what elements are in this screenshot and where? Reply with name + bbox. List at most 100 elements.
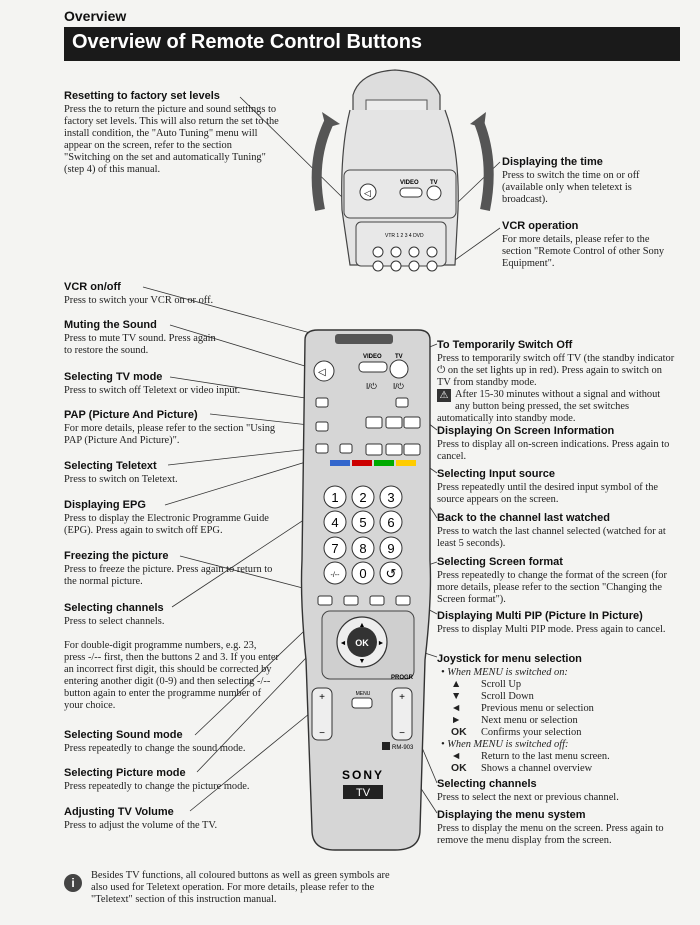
svg-text:-/--: -/--	[331, 572, 341, 579]
annotation-pap: PAP (Picture And Picture) For more detai…	[64, 409, 279, 447]
svg-text:OK: OK	[355, 638, 369, 648]
svg-text:▲: ▲	[359, 622, 366, 629]
joystick-item: ◄Return to the last menu screen.	[451, 751, 610, 762]
svg-text:3: 3	[387, 490, 394, 505]
svg-text:9: 9	[387, 541, 394, 556]
svg-text:2: 2	[359, 490, 366, 505]
annotation-title: Selecting TV mode	[64, 371, 163, 383]
annotation-muting-sound: Muting the Sound Press to mute TV sound.…	[64, 319, 224, 357]
annotation-teletext: Selecting Teletext Press to switch on Te…	[64, 460, 279, 486]
annotation-body: Press to display Multi PIP mode. Press a…	[437, 624, 666, 635]
annotation-title: Displaying the menu system	[437, 809, 586, 821]
annotation-menu-system: Displaying the menu system Press to disp…	[437, 809, 677, 847]
annotation-body: Press to freeze the picture. Press again…	[64, 564, 273, 587]
note-text: Besides TV functions, all coloured butto…	[91, 870, 390, 905]
annotation-tv-mode: Selecting TV mode Press to switch off Te…	[64, 371, 279, 397]
svg-text:TV: TV	[356, 787, 371, 799]
annotation-body: Press to adjust the volume of the TV.	[64, 820, 218, 831]
annotation-body: Press to mute TV sound. Press again to r…	[64, 333, 216, 356]
info-icon: i	[64, 874, 82, 892]
annotation-body: Press repeatedly until the desired input…	[437, 482, 659, 505]
annotation-tv-volume: Adjusting TV Volume Press to adjust the …	[64, 806, 279, 832]
joystick-item: ►Next menu or selection	[451, 715, 578, 726]
annotation-multi-pip: Displaying Multi PIP (Picture In Picture…	[437, 610, 677, 636]
annotation-title: Selecting Teletext	[64, 460, 157, 472]
annotation-body: Press to display the Electronic Programm…	[64, 513, 269, 536]
svg-text:►: ►	[378, 640, 385, 647]
annotation-title: To Temporarily Switch Off	[437, 339, 573, 351]
annotation-vcr-operation: VCR operation For more details, please r…	[502, 220, 677, 270]
annotation-last-channel: Back to the channel last watched Press t…	[437, 512, 677, 550]
annotation-freeze: Freezing the picture Press to freeze the…	[64, 550, 279, 588]
annotation-body: Press to temporarily switch off TV (the …	[437, 353, 675, 388]
title-bar: Overview of Remote Control Buttons	[64, 27, 680, 61]
annotation-sound-mode: Selecting Sound mode Press repeatedly to…	[64, 729, 279, 755]
joystick-when-off: • When MENU is switched off:	[441, 739, 569, 750]
annotation-title: Selecting Screen format	[437, 556, 563, 568]
svg-text:MENU: MENU	[356, 691, 371, 697]
annotation-title: Selecting Picture mode	[64, 767, 186, 779]
svg-text:TV: TV	[395, 354, 403, 360]
svg-text:PROGR: PROGR	[391, 675, 414, 681]
annotation-temporarily-off: To Temporarily Switch Off Press to tempo…	[437, 339, 677, 425]
svg-text:I/⏻: I/⏻	[366, 382, 377, 391]
annotation-title: Displaying EPG	[64, 499, 146, 511]
annotation-body: Press repeatedly to change the sound mod…	[64, 743, 246, 754]
annotation-body-2: For double-digit programme numbers, e.g.…	[64, 640, 279, 711]
svg-text:RM-903: RM-903	[392, 745, 414, 751]
svg-text:TV: TV	[430, 180, 438, 186]
svg-text:−: −	[319, 728, 325, 739]
annotation-title: Selecting Sound mode	[64, 729, 183, 741]
annotation-title: Freezing the picture	[64, 550, 169, 562]
annotation-display-time: Displaying the time Press to switch the …	[502, 156, 677, 206]
annotation-screen-format: Selecting Screen format Press repeatedly…	[437, 556, 677, 606]
svg-text:+: +	[319, 692, 325, 703]
annotation-title: Displaying On Screen Information	[437, 425, 615, 437]
annotation-title: Selecting channels	[437, 778, 537, 790]
joystick-when-on: • When MENU is switched on:	[441, 667, 568, 678]
svg-text:◄: ◄	[340, 640, 347, 647]
annotation-title: Resetting to factory set levels	[64, 90, 220, 102]
annotation-body: Press to display the menu on the screen.…	[437, 823, 664, 846]
annotation-title: Selecting channels	[64, 602, 164, 614]
svg-text:I/⏻: I/⏻	[393, 382, 404, 391]
svg-text:8: 8	[359, 541, 366, 556]
joystick-item: ▲Scroll Up	[451, 679, 522, 690]
annotation-title: Joystick for menu selection	[437, 653, 582, 665]
annotation-body: Press to switch your VCR on or off.	[64, 295, 214, 306]
annotation-body: Press to display all on-screen indicatio…	[437, 439, 670, 462]
digit-keypad: 1 2 3 4 5 6 7 8 9 -/-- 0 ↺	[323, 485, 403, 585]
annotation-input-source: Selecting Input source Press repeatedly …	[437, 468, 677, 506]
annotation-picture-mode: Selecting Picture mode Press repeatedly …	[64, 767, 279, 793]
annotation-title: Displaying the time	[502, 156, 603, 168]
annotation-selecting-channels: Selecting channels Press to select chann…	[64, 602, 279, 712]
joystick-item: ◄Previous menu or selection	[451, 703, 594, 714]
annotation-body: Press to switch off Teletext or video in…	[64, 385, 241, 396]
page-title: Overview of Remote Control Buttons	[72, 31, 423, 53]
warning-icon: ⚠	[437, 389, 451, 402]
joystick-item: ▼Scroll Down	[451, 691, 534, 702]
annotation-body: For more details, please refer to the se…	[64, 423, 276, 446]
annotation-epg: Displaying EPG Press to display the Elec…	[64, 499, 279, 537]
annotation-title: Selecting Input source	[437, 468, 555, 480]
annotation-resetting-factory: Resetting to factory set levels Press th…	[64, 90, 279, 176]
annotation-title: Displaying Multi PIP (Picture In Picture…	[437, 610, 643, 622]
annotation-warning: ⚠After 15-30 minutes without a signal an…	[437, 389, 661, 424]
annotation-title: Adjusting TV Volume	[64, 806, 174, 818]
svg-text:VIDEO: VIDEO	[363, 354, 382, 360]
svg-text:◁: ◁	[364, 188, 371, 198]
annotation-vcr-onoff: VCR on/off Press to switch your VCR on o…	[64, 281, 279, 307]
joystick-list: • When MENU is switched on: ▲Scroll Up ▼…	[437, 667, 677, 775]
annotation-body: Press to switch on Teletext.	[64, 474, 178, 485]
annotation-body: Press to select the next or previous cha…	[437, 792, 619, 803]
svg-text:4: 4	[331, 515, 338, 530]
annotation-onscreen-info: Displaying On Screen Information Press t…	[437, 425, 677, 463]
annotation-title: PAP (Picture And Picture)	[64, 409, 198, 421]
annotation-title: Muting the Sound	[64, 319, 157, 331]
annotation-title: VCR on/off	[64, 281, 121, 293]
remote-body: ◁ VIDEO TV I/⏻ I/⏻	[300, 329, 432, 851]
svg-text:1: 1	[331, 490, 338, 505]
section-label: Overview	[64, 8, 127, 24]
